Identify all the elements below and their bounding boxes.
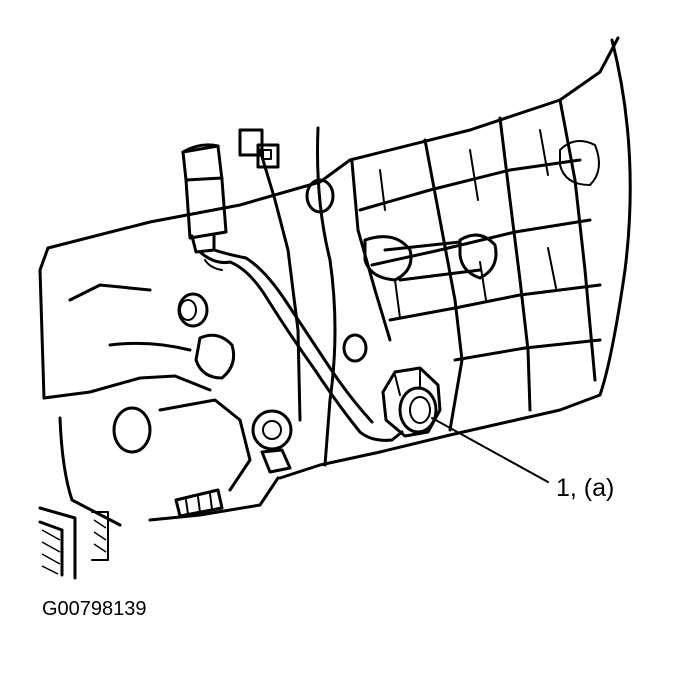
housing-ribs: [350, 98, 602, 432]
center-flange: [238, 126, 498, 467]
housing-outline: [38, 36, 632, 527]
callout-label: 1, (a): [556, 474, 615, 502]
speed-sensor: [381, 366, 442, 438]
callout-leader-line: [431, 417, 549, 483]
lower-left-bracket: [38, 506, 109, 580]
figure-id: G00798139: [42, 598, 147, 620]
connector-plug: [181, 143, 228, 254]
sensor-wire: [198, 248, 404, 442]
left-housing-details: [68, 283, 293, 518]
